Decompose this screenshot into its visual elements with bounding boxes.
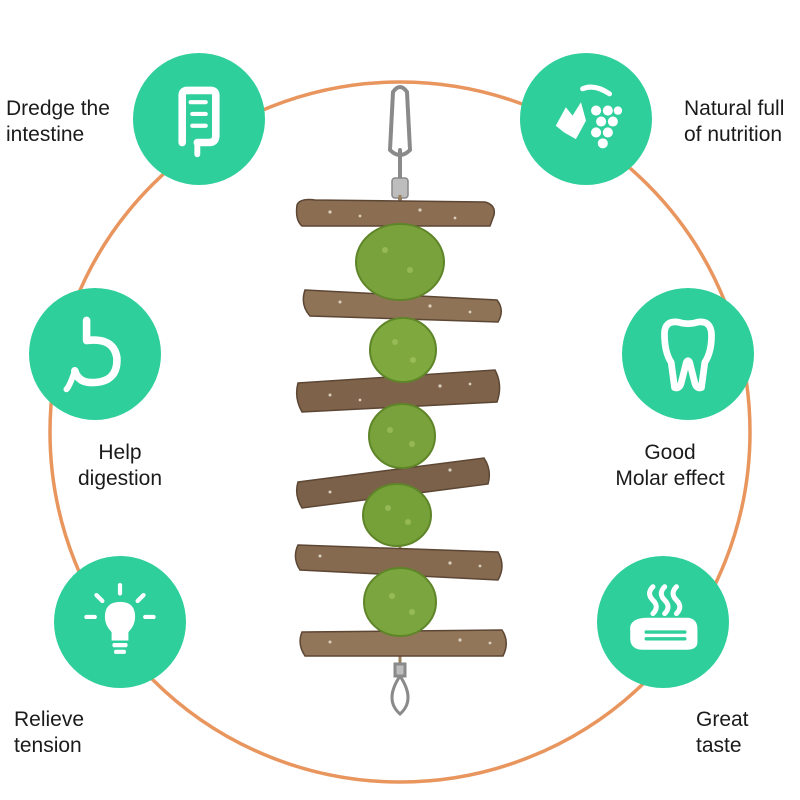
benefit-label-molar: Good Molar effect bbox=[615, 441, 725, 490]
benefit-label-nutrition: Natural full of nutrition bbox=[684, 97, 785, 146]
grilled-steak-icon bbox=[630, 584, 698, 650]
benefit-label-intestine: Dredge the intestine bbox=[6, 97, 110, 146]
benefit-label-taste: Great taste bbox=[696, 708, 749, 757]
benefit-badge-taste bbox=[597, 556, 729, 688]
wood-stick bbox=[295, 369, 501, 413]
stomach-icon bbox=[63, 316, 121, 393]
bottom-wire-loop bbox=[390, 662, 410, 716]
wood-stick bbox=[294, 544, 503, 581]
benefit-badge-digestion bbox=[29, 288, 161, 420]
lightbulb-icon bbox=[84, 582, 156, 654]
grass-ball bbox=[362, 483, 432, 547]
benefit-label-digestion: Help digestion bbox=[77, 441, 163, 490]
benefit-badge-nutrition bbox=[520, 53, 652, 185]
tooth-icon bbox=[661, 318, 715, 392]
benefit-badge-intestine bbox=[133, 53, 265, 185]
benefit-label-tension: Relieve tension bbox=[14, 708, 85, 757]
benefit-badge-molar bbox=[622, 288, 754, 420]
benefit-badge-tension bbox=[54, 556, 186, 688]
grass-ball bbox=[355, 223, 445, 301]
grass-ball bbox=[369, 317, 437, 383]
wood-stick bbox=[295, 198, 496, 227]
grass-ball bbox=[368, 403, 436, 469]
wood-stick bbox=[295, 457, 491, 509]
intestine-icon bbox=[178, 86, 220, 158]
wood-stick bbox=[302, 289, 502, 323]
grass-ball bbox=[363, 567, 437, 637]
grapes-leaf-icon bbox=[555, 84, 623, 149]
wood-stick bbox=[299, 629, 507, 657]
